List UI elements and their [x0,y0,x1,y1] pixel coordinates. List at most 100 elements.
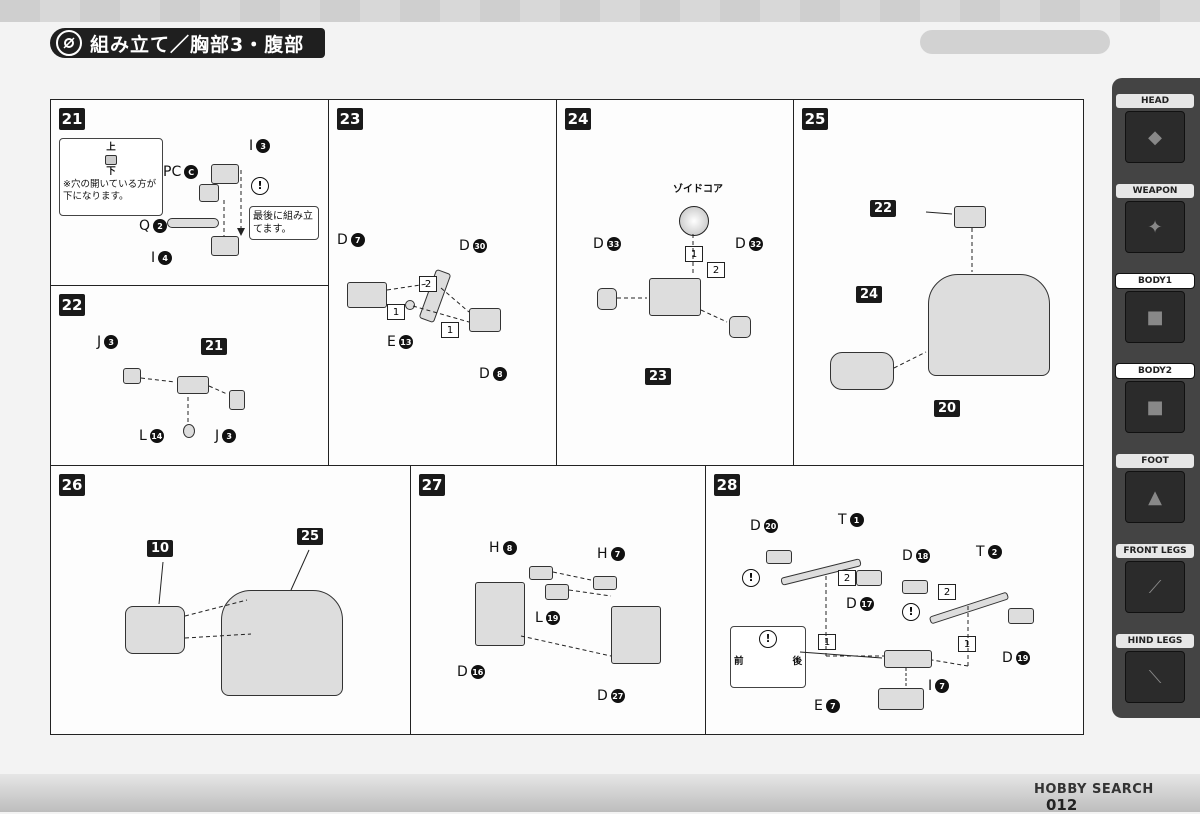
part-d17 [856,570,882,586]
part-22-assembly [954,206,986,228]
step-number: 25 [802,108,828,130]
sidebar-item-label: WEAPON [1116,184,1194,198]
part-body-frame [928,274,1050,376]
sidebar-item-foot[interactable]: FOOT ▲ [1116,454,1194,523]
step-order-1: 1 [685,246,703,262]
zoid-core-label: ゾイドコア [673,184,723,195]
body1-icon: ■ [1125,291,1185,343]
step-number: 21 [59,108,85,130]
sidebar-item-hind-legs[interactable]: HIND LEGS ⟍ [1116,634,1194,703]
part-i-lower [211,236,239,256]
sidebar-item-body1[interactable]: BODY1 ■ [1115,273,1195,343]
sidebar-item-label: HIND LEGS [1116,634,1194,648]
part-l19 [545,584,569,600]
part-e13 [405,300,415,310]
step-order-2: 2 [419,276,437,292]
top-decor-band [0,0,1200,22]
weapon-icon: ✦ [1125,201,1185,253]
step-order-1a: 1 [818,634,836,650]
step-23-arrows [386,283,470,323]
attention-icon-3: ! [759,630,777,648]
part-orientation-icon [105,155,117,166]
page-title: 組み立て／胸部3・腹部 [90,33,305,56]
sidebar-item-front-legs[interactable]: FRONT LEGS ⟋ [1116,544,1194,613]
part-24-assembly [830,352,894,390]
step-order-1b: 1 [441,322,459,338]
part-pc [199,184,219,202]
attention-icon: ! [251,174,269,195]
step-24-arrows [617,234,728,323]
part-i-upper [211,164,239,184]
page-title-bar: 組み立て／胸部3・腹部 [50,28,325,58]
part-j-left [123,368,141,384]
part-d33 [597,288,617,310]
step-number: 27 [419,474,445,496]
step-number: 22 [59,294,85,316]
sidebar-item-label: FOOT [1116,454,1194,468]
back-label: 後 [792,656,802,667]
step-order-2: 2 [707,262,725,278]
sidebar-item-label: BODY1 [1115,273,1195,289]
direction-note: ! 前 後 [730,626,806,688]
step-26-panel: 26 10 25 [51,466,411,734]
note-bottom: 下 [106,166,116,178]
step-21-arrows [223,170,245,236]
part-d20 [766,550,792,564]
step-27-arrows [520,571,612,657]
sidebar-item-label: HEAD [1116,94,1194,108]
section-sidebar: HEAD ◆ WEAPON ✦ BODY1 ■ BODY2 ■ FOOT ▲ F… [1112,78,1200,718]
part-h8 [529,566,553,580]
step-number: 26 [59,474,85,496]
step-order-1b: 1 [958,636,976,652]
part-d32 [729,316,751,338]
part-d18 [902,580,928,594]
part-q-shaft [167,218,219,228]
section-badge [920,30,1110,54]
part-d8 [469,308,501,332]
bottom-decor-band [0,774,1200,812]
ref-part-10: 10 [147,540,174,557]
sidebar-item-label: BODY2 [1115,363,1195,379]
part-d7 [347,282,387,308]
part-d19 [1008,608,1034,624]
note-text: ※穴の開いている方が下になります。 [63,178,157,203]
page-number: 012 [1046,796,1078,814]
part-21-assembly [177,376,209,394]
part-10-assembly [125,606,185,654]
sidebar-item-body2[interactable]: BODY2 ■ [1115,363,1195,433]
sidebar-item-head[interactable]: HEAD ◆ [1116,94,1194,163]
body2-icon: ■ [1125,381,1185,433]
step-25-panel: 25 22 24 20 [794,100,1083,466]
attention-icon-2: ! [902,600,920,621]
step-number: 24 [565,108,591,130]
sidebar-item-label: FRONT LEGS [1116,544,1194,558]
part-e7 [878,688,924,710]
ref-part-25: 25 [297,528,324,545]
ref-part-20: 20 [934,400,961,417]
part-j-right [229,390,245,410]
step-order-2a: 2 [838,570,856,586]
part-d27 [611,606,661,664]
sidebar-item-weapon[interactable]: WEAPON ✦ [1116,184,1194,253]
